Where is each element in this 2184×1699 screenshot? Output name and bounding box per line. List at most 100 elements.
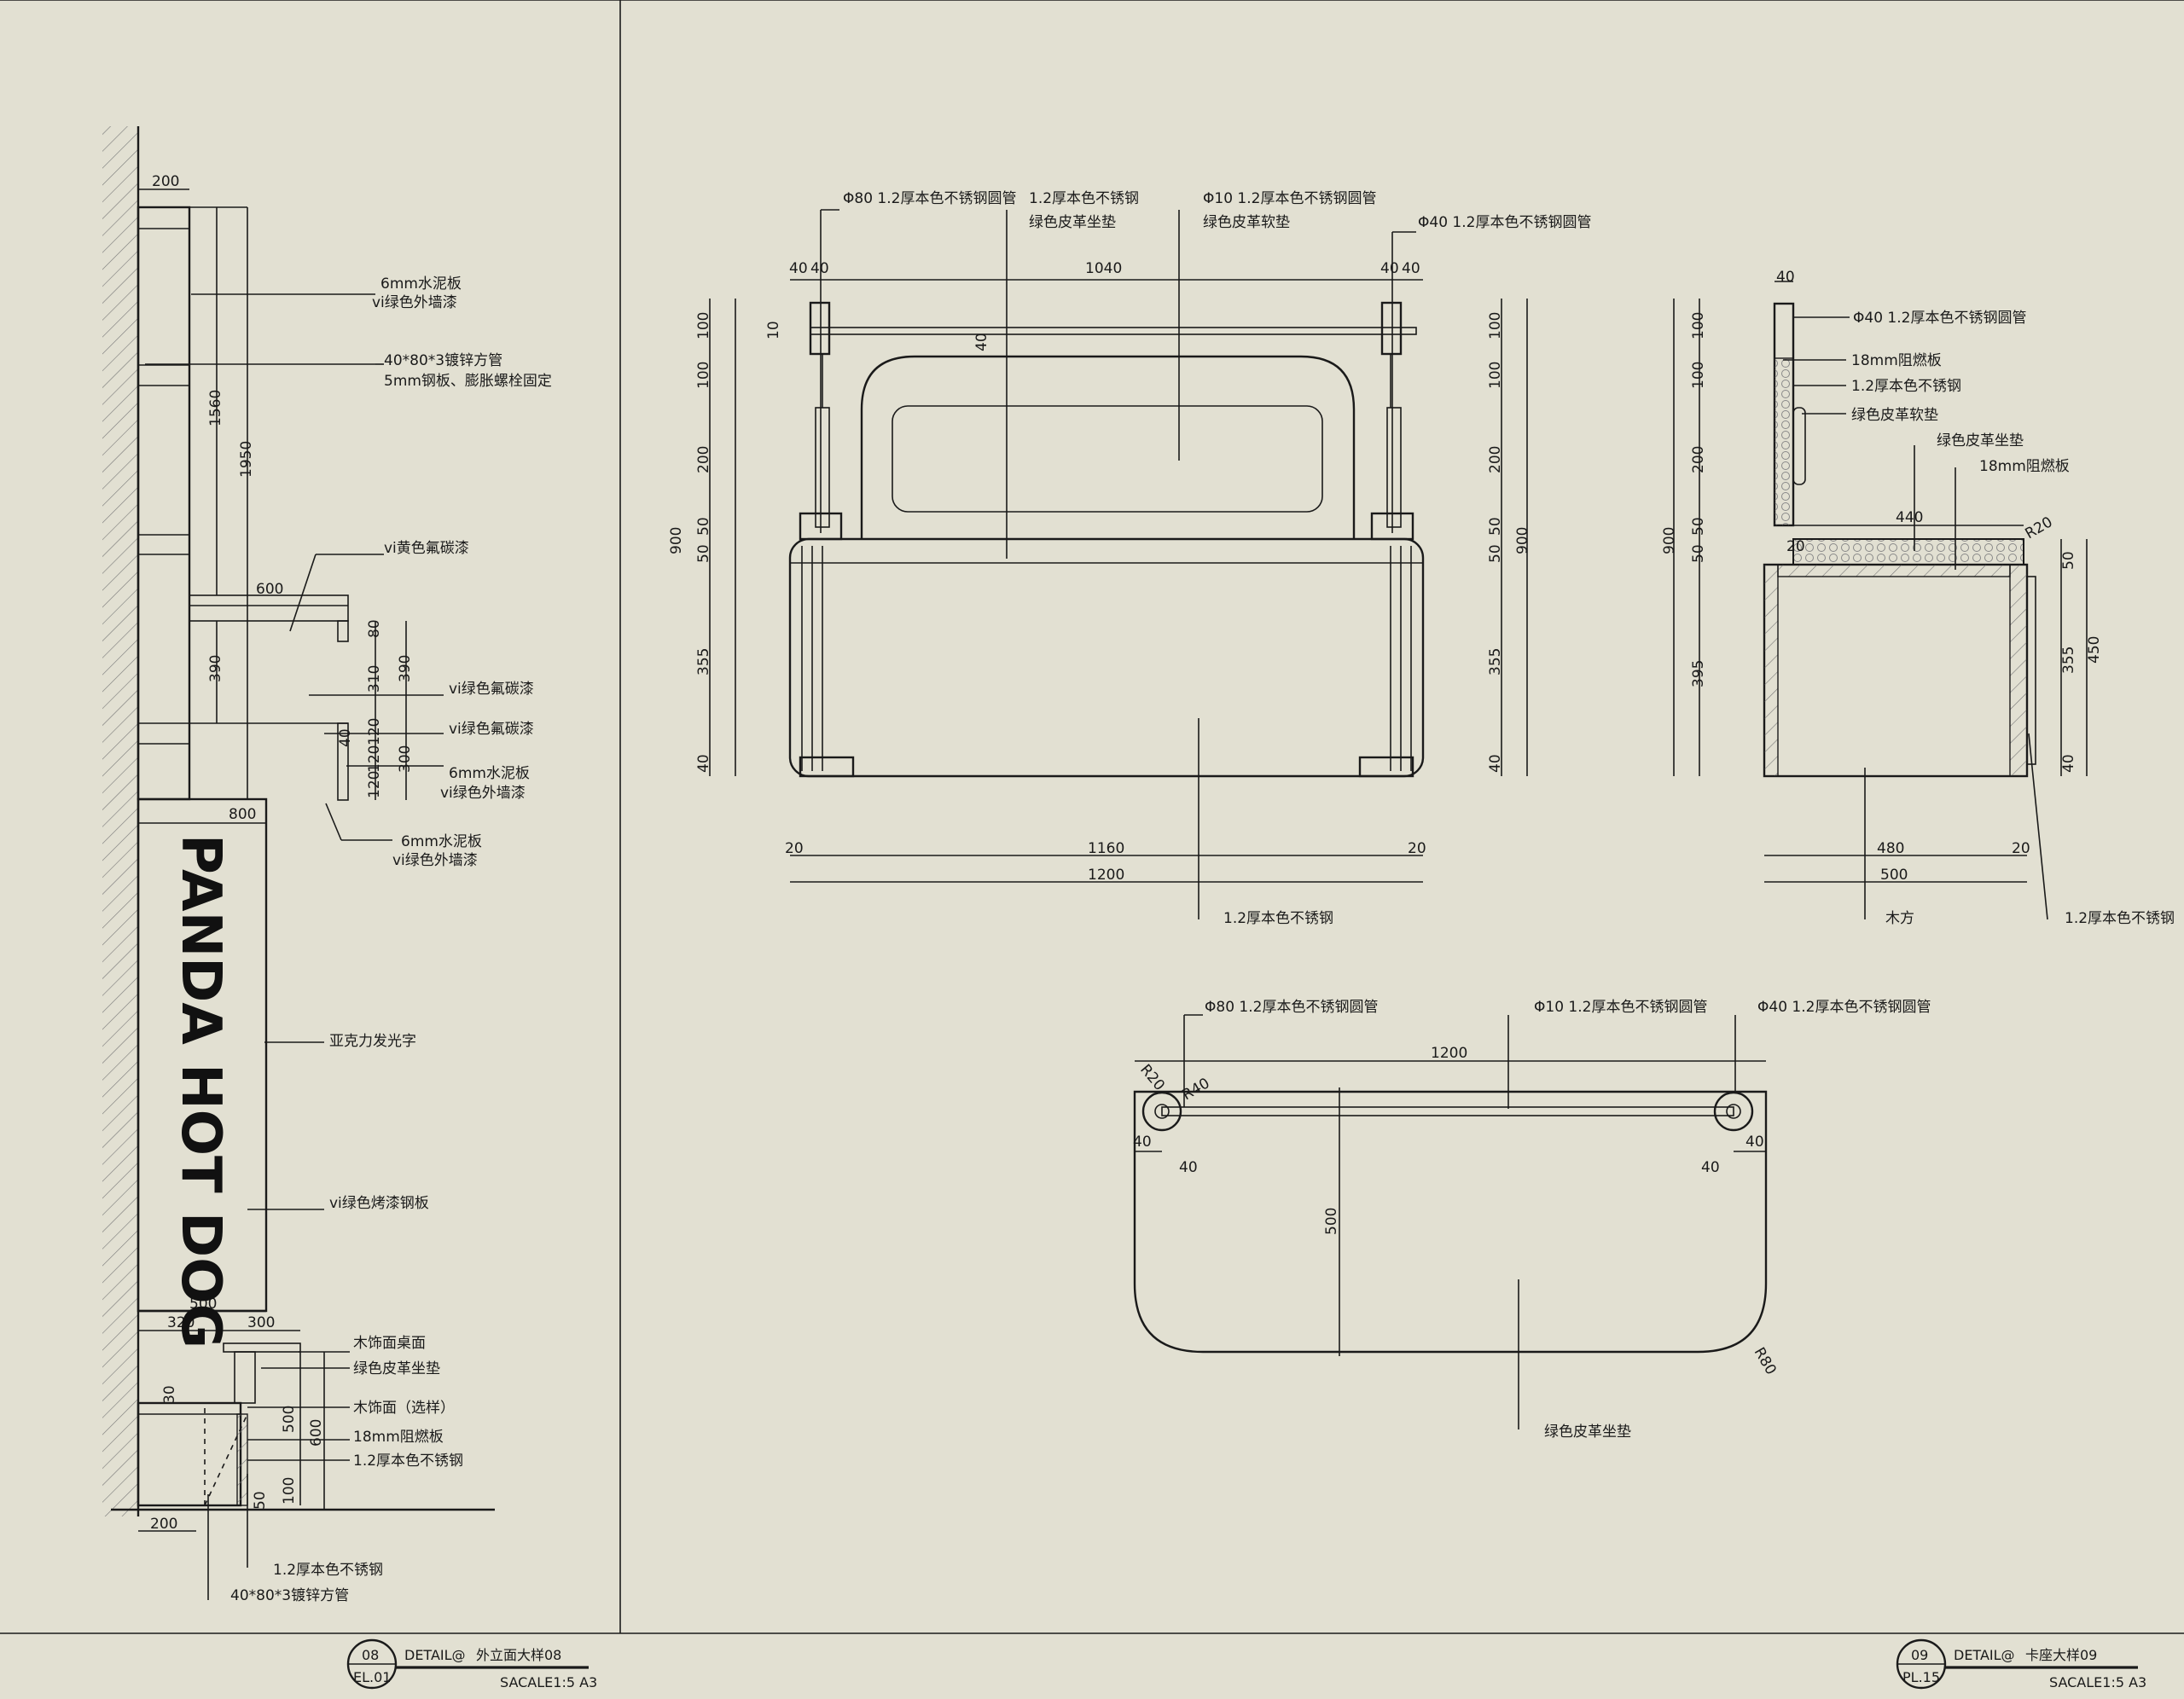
- side-view-labels: Φ40 1.2厚本色不锈钢圆管 18mm阻燃板 1.2厚本色不锈钢 绿色皮革软垫…: [1851, 310, 2175, 927]
- svg-text:1040: 1040: [1085, 260, 1122, 277]
- svg-text:SACALE1:5 A3: SACALE1:5 A3: [2049, 1674, 2146, 1690]
- svg-text:900: 900: [1514, 527, 1531, 554]
- svg-text:DETAIL@: DETAIL@: [1954, 1647, 2015, 1663]
- svg-text:600: 600: [308, 1419, 325, 1447]
- svg-text:900: 900: [1661, 527, 1678, 554]
- svg-text:40*80*3镀锌方管: 40*80*3镀锌方管: [230, 1587, 349, 1604]
- svg-text:木饰面桌面: 木饰面桌面: [353, 1335, 426, 1352]
- svg-text:100: 100: [281, 1477, 298, 1505]
- svg-text:355: 355: [2060, 647, 2077, 674]
- svg-text:120: 120: [366, 771, 383, 798]
- front-view-drawing: [788, 301, 1425, 778]
- svg-text:09: 09: [1911, 1647, 1928, 1663]
- plan-view-leaders: [1183, 1014, 1736, 1429]
- svg-text:355: 355: [1487, 648, 1504, 676]
- brand-lettering: PANDA HOT DOG: [169, 834, 232, 1348]
- svg-text:900: 900: [668, 527, 685, 554]
- svg-text:20: 20: [1408, 840, 1426, 857]
- svg-text:Φ80 1.2厚本色不锈钢圆管: Φ80 1.2厚本色不锈钢圆管: [1205, 999, 1378, 1016]
- svg-text:200: 200: [150, 1516, 177, 1533]
- svg-text:Φ80 1.2厚本色不锈钢圆管: Φ80 1.2厚本色不锈钢圆管: [843, 190, 1016, 207]
- svg-text:800: 800: [229, 806, 256, 823]
- svg-text:卡座大样09: 卡座大样09: [2025, 1647, 2097, 1663]
- svg-text:SACALE1:5 A3: SACALE1:5 A3: [500, 1674, 597, 1690]
- svg-text:5mm钢板、膨胀螺栓固定: 5mm钢板、膨胀螺栓固定: [384, 373, 552, 390]
- svg-text:50: 50: [252, 1491, 269, 1510]
- svg-text:500: 500: [189, 1296, 217, 1313]
- svg-text:100: 100: [1690, 362, 1707, 389]
- svg-text:木饰面（选样）: 木饰面（选样）: [353, 1400, 455, 1417]
- svg-text:40: 40: [695, 754, 712, 773]
- svg-text:1950: 1950: [238, 441, 255, 478]
- svg-text:40: 40: [2060, 754, 2077, 773]
- svg-text:40: 40: [1776, 269, 1795, 286]
- svg-text:Φ40 1.2厚本色不锈钢圆管: Φ40 1.2厚本色不锈钢圆管: [1853, 310, 2026, 327]
- svg-text:40: 40: [973, 333, 990, 351]
- svg-text:40: 40: [810, 260, 829, 277]
- svg-text:100: 100: [695, 312, 712, 339]
- svg-text:50: 50: [695, 544, 712, 563]
- svg-text:390: 390: [207, 655, 224, 682]
- svg-text:30: 30: [161, 1385, 178, 1404]
- svg-text:100: 100: [1690, 312, 1707, 339]
- side-view-drawing: [1763, 302, 2036, 778]
- svg-text:300: 300: [397, 745, 414, 773]
- svg-text:40: 40: [1487, 754, 1504, 773]
- svg-text:08: 08: [362, 1647, 379, 1663]
- front-view-labels: Φ80 1.2厚本色不锈钢圆管 1.2厚本色不锈钢 绿色皮革坐垫 Φ10 1.2…: [843, 190, 1591, 927]
- front-view-dimensions: 40 40 1040 40 40 100 100 200 50 50 355 4…: [668, 260, 1531, 884]
- svg-text:10: 10: [765, 321, 782, 339]
- svg-text:vi绿色烤漆钢板: vi绿色烤漆钢板: [329, 1195, 429, 1212]
- svg-text:R80: R80: [1751, 1345, 1780, 1378]
- svg-text:1560: 1560: [207, 390, 224, 426]
- svg-text:100: 100: [1487, 362, 1504, 389]
- svg-text:50: 50: [695, 517, 712, 536]
- svg-text:200: 200: [1690, 446, 1707, 473]
- plan-view-drawing: [1133, 1090, 1768, 1354]
- svg-text:355: 355: [695, 648, 712, 676]
- svg-text:1160: 1160: [1088, 840, 1124, 857]
- svg-text:40: 40: [1133, 1134, 1152, 1151]
- svg-text:40: 40: [1701, 1159, 1720, 1176]
- svg-text:1.2厚本色不锈钢: 1.2厚本色不锈钢: [353, 1453, 463, 1470]
- side-view-dimensions: 40 100 100 200 50 50 395 900 440 20 R20 …: [1661, 269, 2103, 884]
- svg-text:450: 450: [2086, 636, 2103, 664]
- left-detail-labels: 6mm水泥板 vi绿色外墙漆 40*80*3镀锌方管 5mm钢板、膨胀螺栓固定 …: [230, 275, 552, 1604]
- svg-text:vi绿色外墙漆: vi绿色外墙漆: [372, 294, 457, 311]
- svg-text:Φ10 1.2厚本色不锈钢圆管: Φ10 1.2厚本色不锈钢圆管: [1203, 190, 1376, 207]
- svg-text:310: 310: [366, 665, 383, 693]
- svg-text:vi绿色外墙漆: vi绿色外墙漆: [440, 785, 526, 802]
- svg-text:6mm水泥板: 6mm水泥板: [449, 765, 530, 782]
- svg-text:vi绿色氟碳漆: vi绿色氟碳漆: [449, 681, 534, 698]
- svg-text:480: 480: [1877, 840, 1904, 857]
- svg-text:绿色皮革坐垫: 绿色皮革坐垫: [1029, 214, 1116, 231]
- svg-text:40: 40: [1380, 260, 1399, 277]
- svg-text:PL.15: PL.15: [1902, 1669, 1940, 1685]
- left-section-detail: [102, 126, 495, 1532]
- svg-text:6mm水泥板: 6mm水泥板: [380, 275, 462, 293]
- title-block-09: 09 PL.15 DETAIL@ 卡座大样09 SACALE1:5 A3: [1896, 1638, 2146, 1690]
- svg-text:100: 100: [695, 362, 712, 389]
- plan-view-dimension-lines: [1135, 1060, 1766, 1356]
- svg-text:18mm阻燃板: 18mm阻燃板: [1979, 458, 2070, 475]
- svg-text:40: 40: [1402, 260, 1420, 277]
- svg-text:20: 20: [785, 840, 804, 857]
- plan-view-dimensions: 1200 R20 R40 40 40 40 40 500 R80: [1133, 1045, 1780, 1377]
- svg-text:绿色皮革软垫: 绿色皮革软垫: [1203, 214, 1290, 231]
- svg-text:1200: 1200: [1088, 867, 1124, 884]
- svg-text:1.2厚本色不锈钢: 1.2厚本色不锈钢: [273, 1562, 383, 1579]
- svg-text:390: 390: [397, 655, 414, 682]
- svg-text:绿色皮革软垫: 绿色皮革软垫: [1851, 407, 1938, 424]
- svg-text:50: 50: [2060, 551, 2077, 570]
- svg-text:395: 395: [1690, 660, 1707, 687]
- svg-text:Φ40 1.2厚本色不锈钢圆管: Φ40 1.2厚本色不锈钢圆管: [1418, 214, 1591, 231]
- svg-text:绿色皮革坐垫: 绿色皮革坐垫: [1937, 432, 2024, 449]
- svg-text:40*80*3镀锌方管: 40*80*3镀锌方管: [384, 352, 502, 369]
- svg-text:18mm阻燃板: 18mm阻燃板: [353, 1429, 444, 1446]
- svg-text:20: 20: [2012, 840, 2030, 857]
- svg-text:绿色皮革坐垫: 绿色皮革坐垫: [353, 1360, 440, 1377]
- svg-text:20: 20: [1786, 538, 1805, 555]
- svg-text:50: 50: [1487, 517, 1504, 536]
- front-view-leaders: [820, 209, 1416, 919]
- svg-text:vi绿色氟碳漆: vi绿色氟碳漆: [449, 721, 534, 738]
